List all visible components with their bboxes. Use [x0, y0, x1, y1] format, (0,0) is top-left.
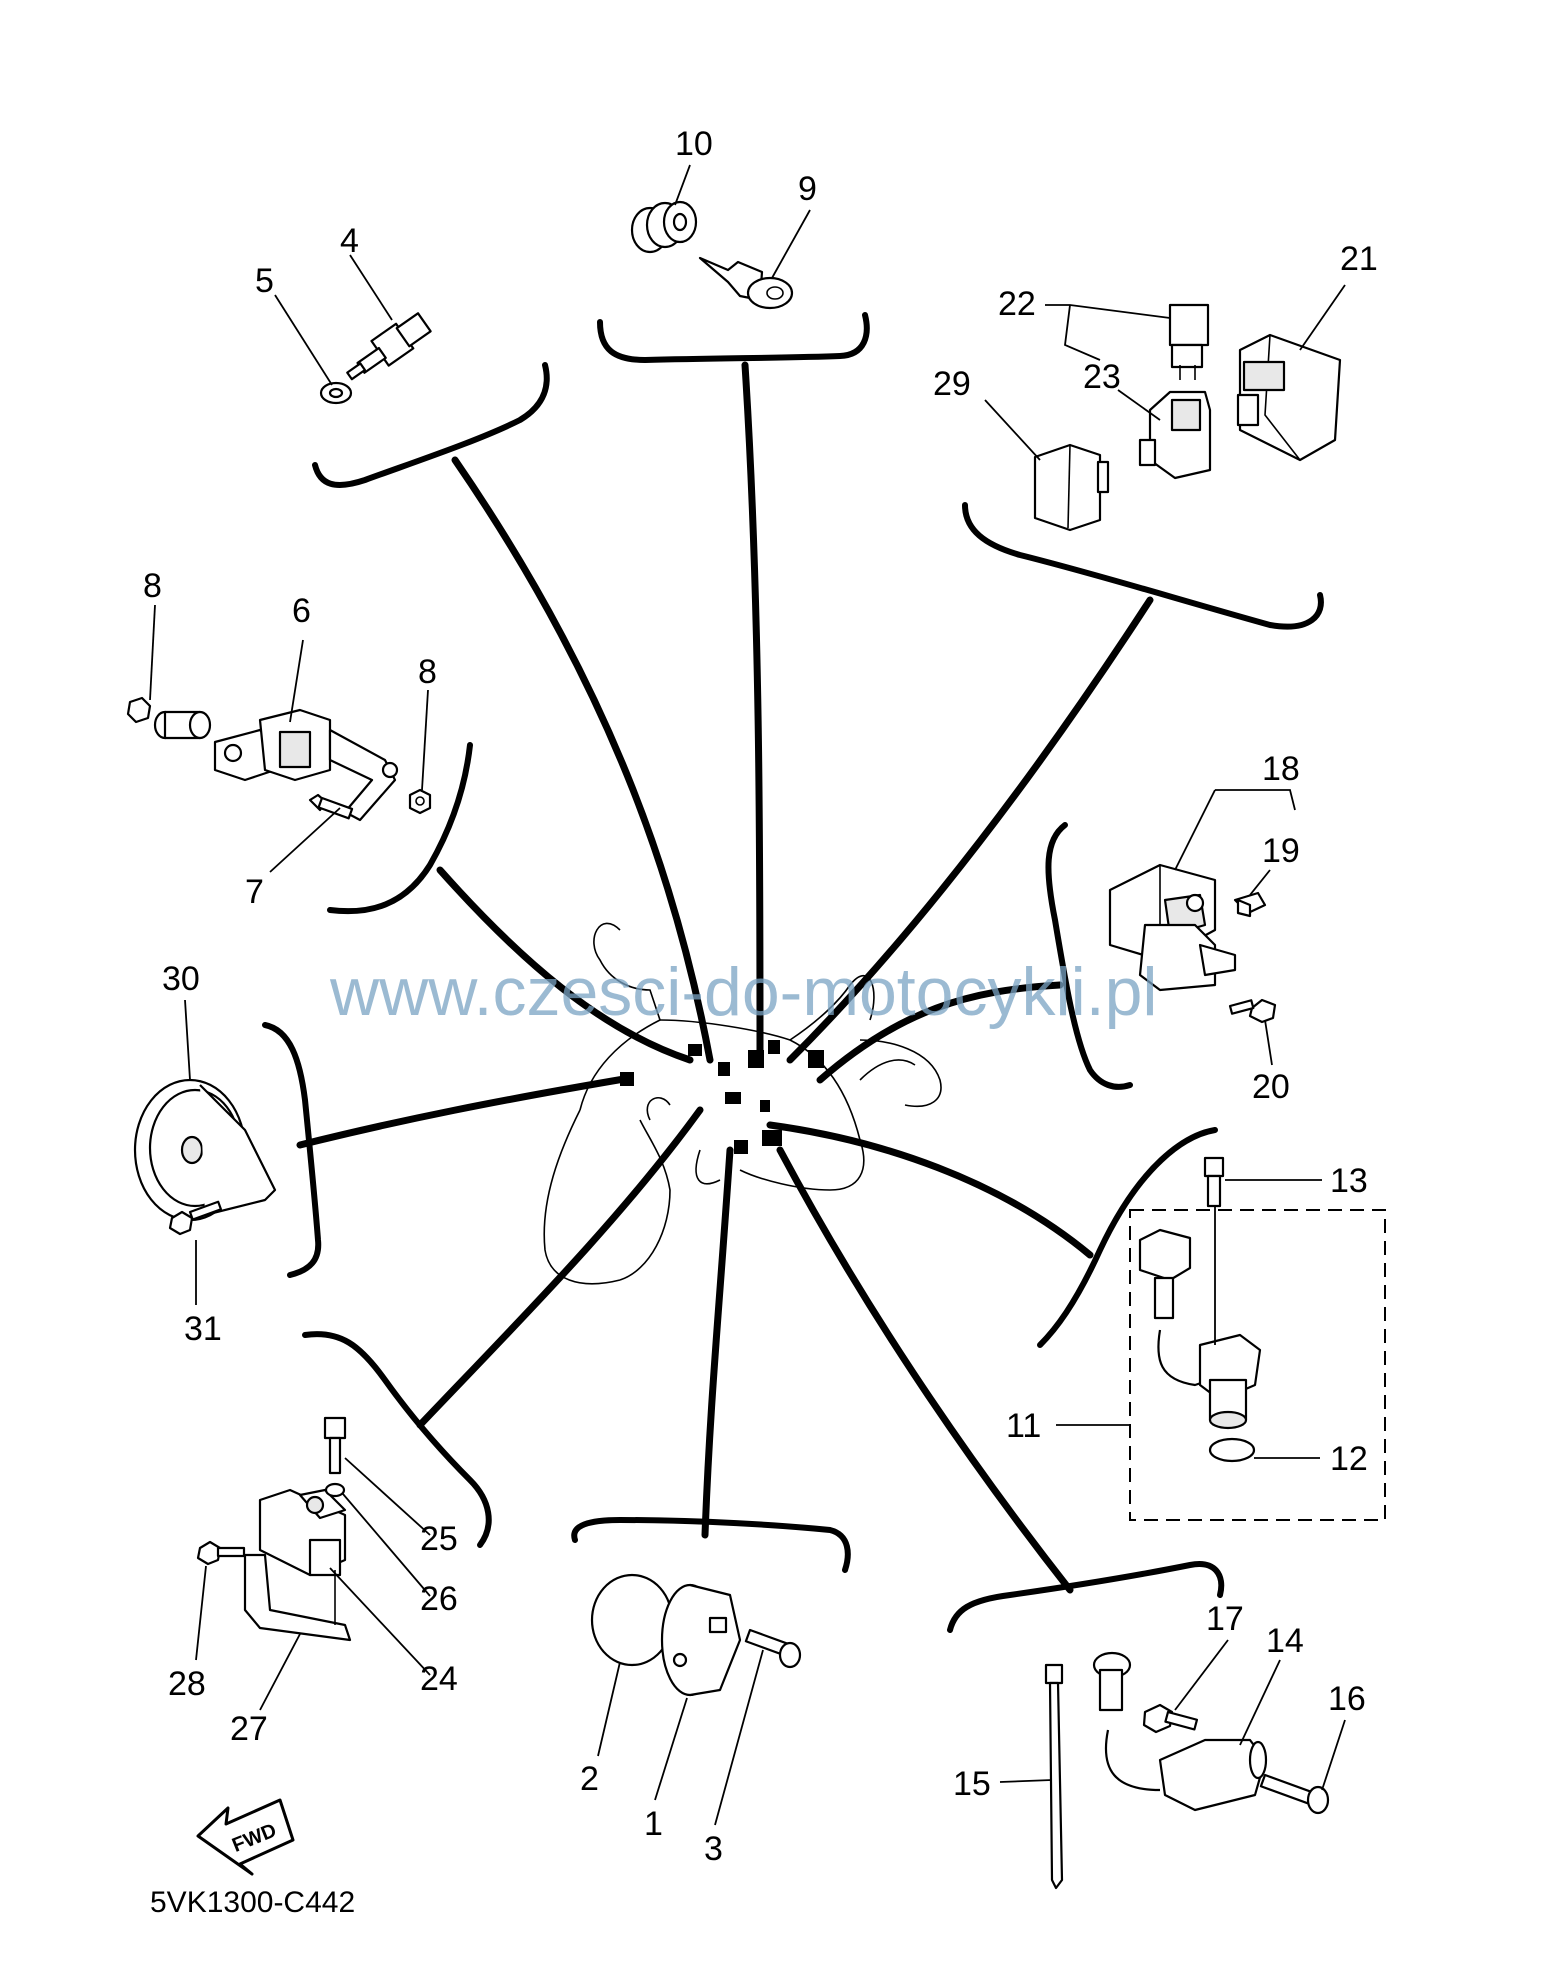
- collar-6b: [153, 710, 212, 740]
- bolt-8a: [126, 696, 152, 724]
- callout-15: 15: [953, 1765, 991, 1803]
- relay-22: [1168, 303, 1210, 380]
- nut-8b: [408, 788, 432, 815]
- diagram-code: 5VK1300-C442: [150, 1886, 355, 1919]
- thermo-sensor-4: [346, 312, 432, 381]
- callout-7: 7: [245, 873, 264, 911]
- callout-14: 14: [1266, 1622, 1304, 1660]
- bolt-16: [1259, 1773, 1330, 1815]
- bolt-13: [1203, 1156, 1225, 1208]
- starter-relay-18: [1108, 863, 1237, 992]
- bolt-17: [1142, 1703, 1199, 1734]
- callout-2: 2: [580, 1760, 599, 1798]
- grommet-10: [630, 200, 698, 254]
- o-ring-2: [590, 1573, 674, 1667]
- sensor-9: [698, 256, 794, 310]
- callout-22: 22: [998, 285, 1036, 323]
- harness-branches: [296, 361, 1154, 1594]
- leader-lines: [149, 164, 1346, 1826]
- group-brackets: [262, 312, 1324, 1633]
- cable-tie-15: [1044, 1663, 1064, 1890]
- relay-holder-23: [1138, 390, 1212, 480]
- callout-3: 3: [704, 1830, 723, 1868]
- bolt-7: [308, 793, 354, 820]
- sensor-assembly-6: [213, 708, 399, 822]
- callout-8b: 8: [418, 653, 437, 691]
- callout-11: 11: [1006, 1407, 1041, 1445]
- callout-20: 20: [1252, 1068, 1290, 1106]
- callout-27: 27: [230, 1710, 268, 1748]
- callout-12: 12: [1330, 1440, 1368, 1478]
- sensor-14: [1092, 1651, 1268, 1812]
- speed-sensor-assembly-11: [1129, 1185, 1386, 1521]
- bolt-31: [168, 1200, 223, 1236]
- callout-21: 21: [1340, 240, 1378, 278]
- callout-13: 13: [1330, 1162, 1368, 1200]
- callout-9: 9: [798, 170, 817, 208]
- callout-8a: 8: [143, 567, 162, 605]
- callout-19: 19: [1262, 832, 1300, 870]
- callout-25: 25: [420, 1520, 458, 1558]
- bracket-27: [243, 1553, 352, 1642]
- callout-29: 29: [933, 365, 971, 403]
- gasket-5: [319, 381, 353, 405]
- watermark: www.czesci-do-motocykli.pl: [329, 954, 1158, 1030]
- callout-24: 24: [420, 1660, 458, 1698]
- callout-5: 5: [255, 262, 274, 300]
- harness-connectors: [620, 1040, 824, 1154]
- callout-26: 26: [420, 1580, 458, 1618]
- sensor-1: [660, 1583, 742, 1697]
- control-unit-21: [1236, 333, 1342, 462]
- callout-30: 30: [162, 960, 200, 998]
- callout-17: 17: [1206, 1600, 1244, 1638]
- callout-31: 31: [184, 1310, 222, 1348]
- fuse-19: [1233, 891, 1267, 918]
- callout-28: 28: [168, 1665, 206, 1703]
- bolt-20: [1228, 998, 1277, 1024]
- callout-18: 18: [1262, 750, 1300, 788]
- o-ring-12: [1208, 1437, 1256, 1463]
- callout-10: 10: [675, 125, 713, 163]
- callout-23: 23: [1083, 358, 1121, 396]
- horn-30: [133, 1078, 277, 1222]
- forward-arrow-icon: FWD: [196, 1798, 295, 1876]
- sensor-24: [258, 1488, 347, 1577]
- callout-16: 16: [1328, 1680, 1366, 1718]
- washer-26: [324, 1482, 346, 1498]
- callout-6: 6: [292, 592, 311, 630]
- bolt-25: [323, 1416, 347, 1475]
- callout-labels: 10 9 4 5 21 22 23 29 8 6 8 7 18 19 20 30…: [143, 125, 1378, 1868]
- callout-4: 4: [340, 222, 359, 260]
- callout-1: 1: [644, 1805, 663, 1843]
- bolt-28: [196, 1540, 246, 1566]
- relay-29: [1033, 443, 1110, 532]
- bolt-3: [744, 1628, 802, 1669]
